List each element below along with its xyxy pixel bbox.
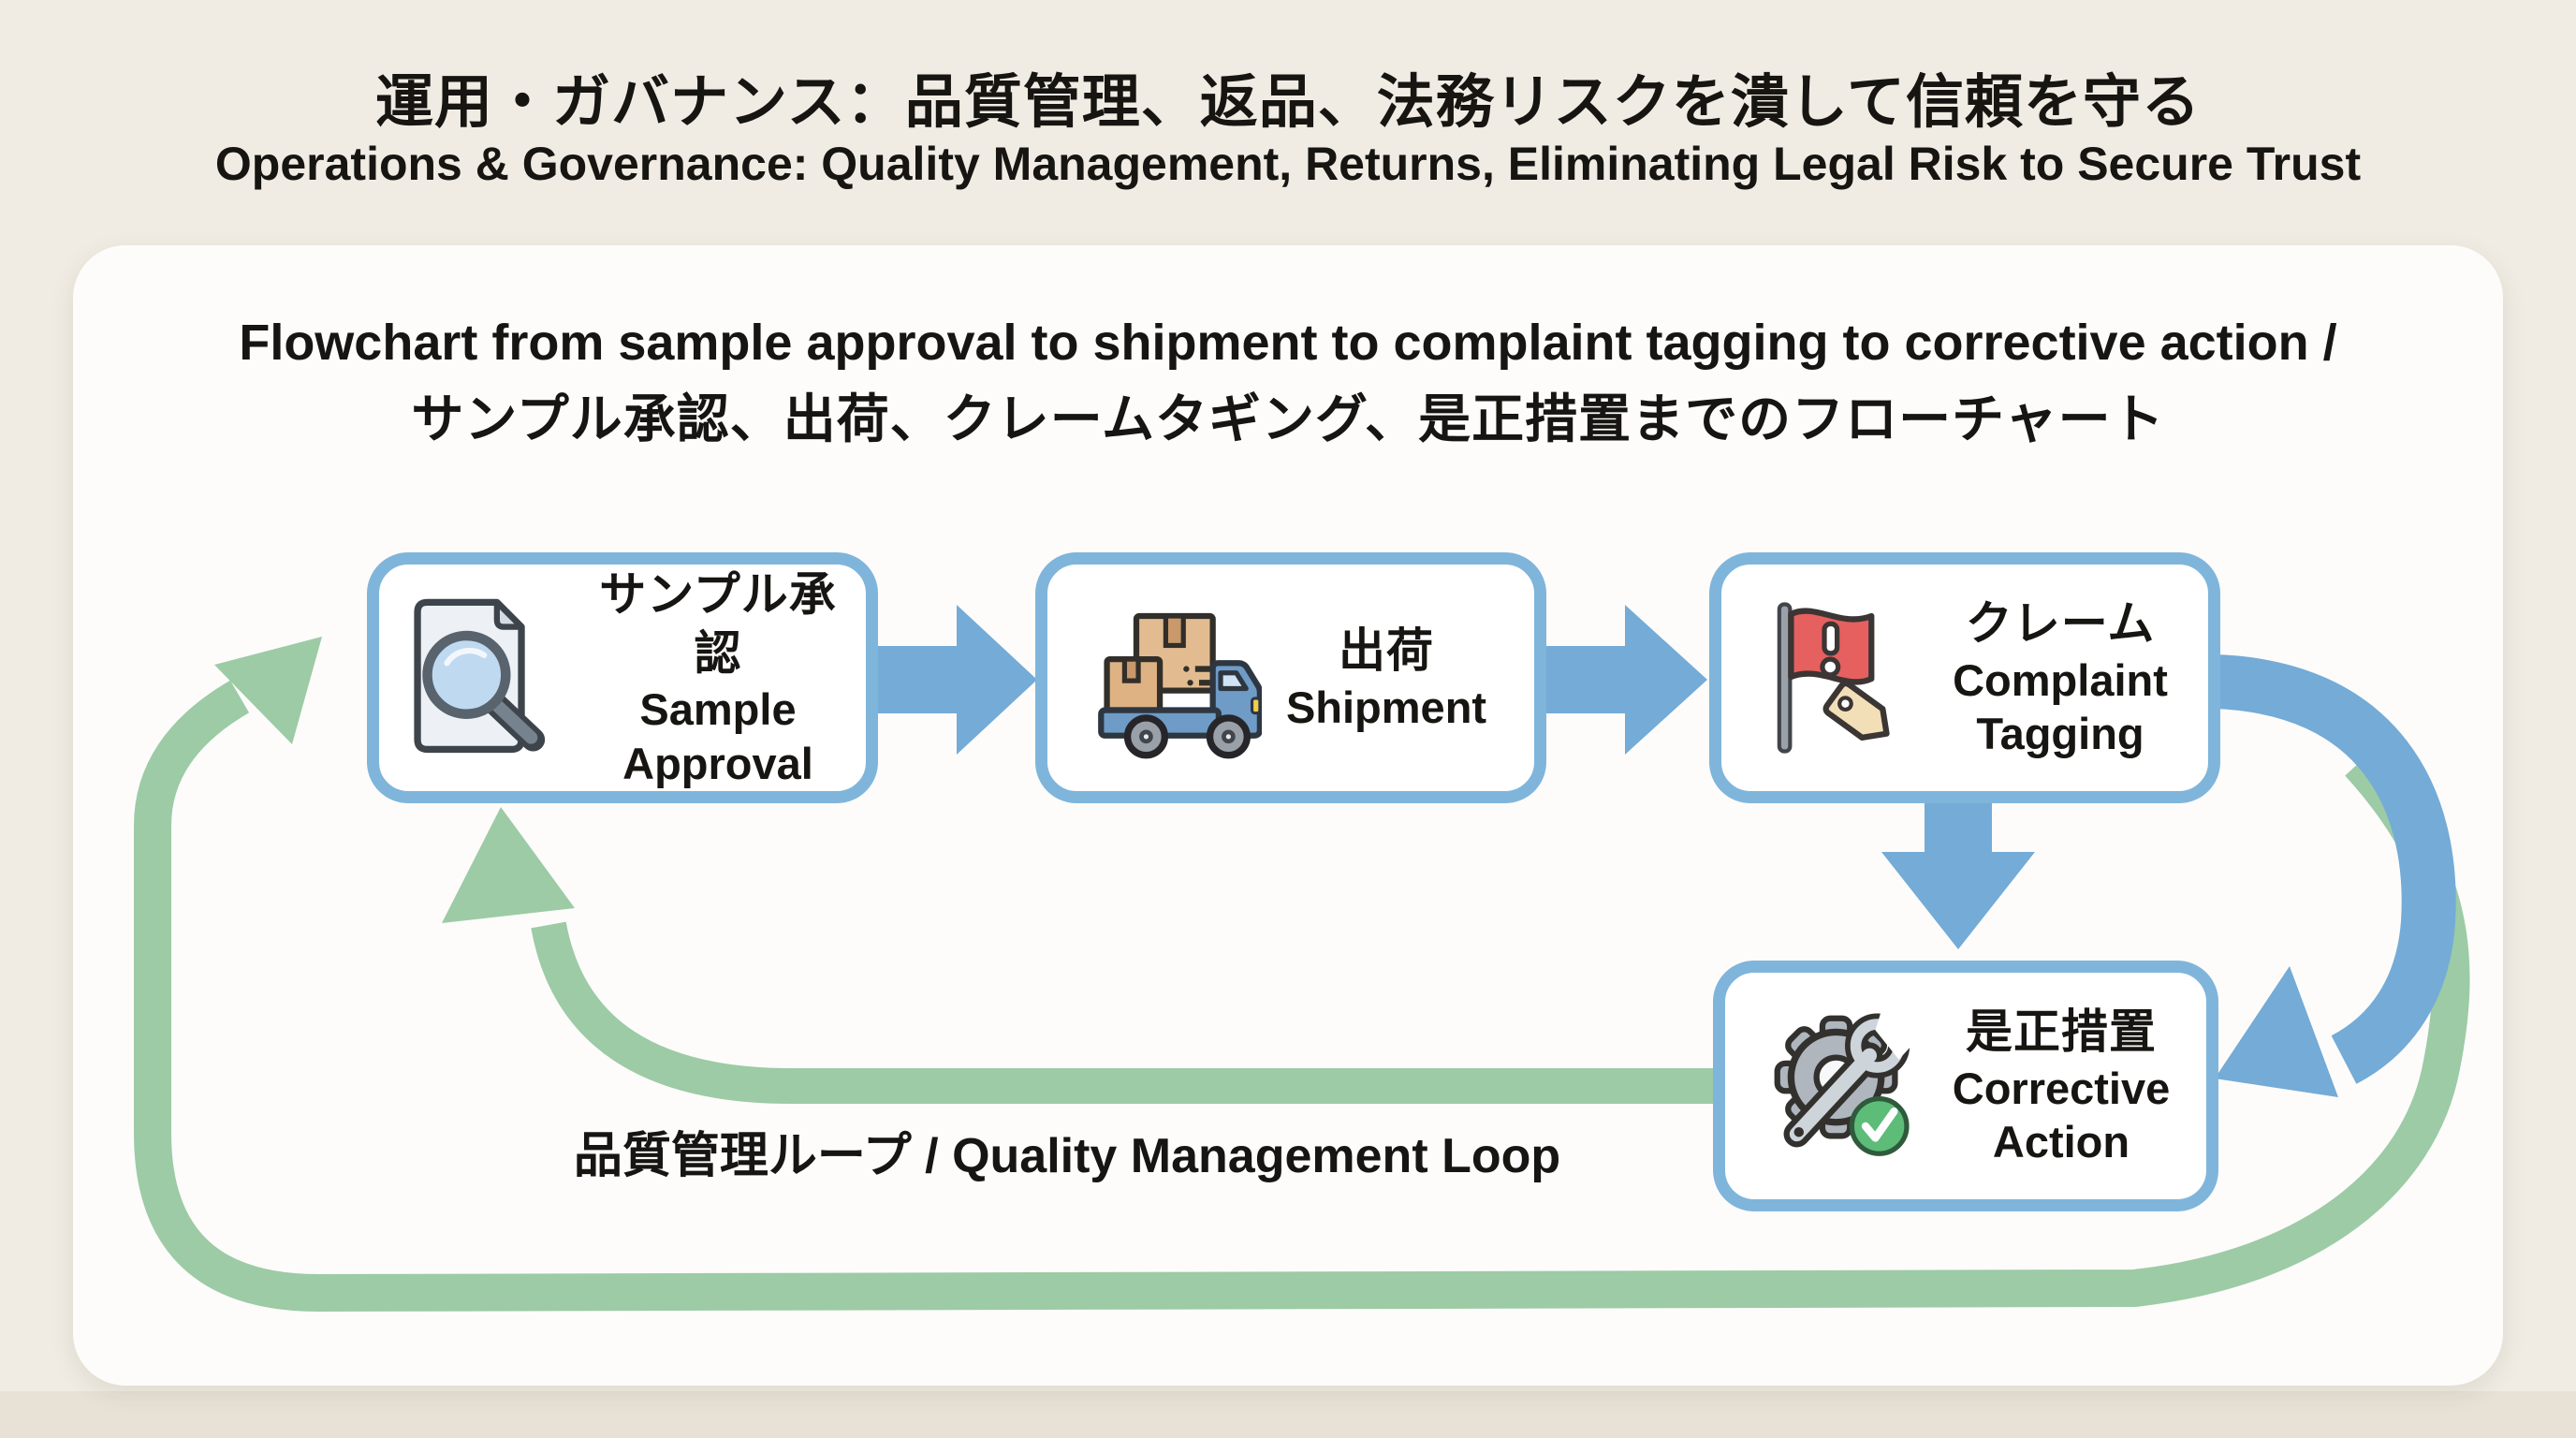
delivery-truck-icon	[1095, 594, 1262, 761]
flow-node-corrective-action: 是正措置 Corrective Action	[1713, 961, 2218, 1211]
page-title-english: Operations & Governance: Quality Managem…	[214, 138, 2362, 190]
flow-node-complaint-tagging: クレーム Complaint Tagging	[1709, 552, 2220, 803]
node-label-jp: サンプル承認	[599, 568, 837, 680]
arrow-complaint-to-corrective-curved	[2213, 654, 2456, 1097]
arrow-sample-to-shipment	[874, 605, 1037, 755]
arrow-shipment-to-complaint	[1543, 605, 1707, 755]
page-title-japanese: 運用・ガバナンス：品質管理、返品、法務リスクを潰して信頼を守る	[375, 70, 2201, 135]
gear-wrench-check-icon	[1762, 1003, 1928, 1169]
diagram-heading-english: Flowchart from sample approval to shipme…	[239, 315, 2337, 371]
node-label-en: Approval	[622, 738, 813, 788]
complaint-flag-tag-icon	[1762, 594, 1928, 761]
flow-node-sample-approval: サンプル承認 Sample Approval	[367, 552, 878, 803]
flow-node-shipment: 出荷 Shipment	[1035, 552, 1546, 803]
node-label-en: Sample	[639, 684, 797, 735]
diagram-heading: Flowchart from sample approval to shipme…	[0, 305, 2576, 457]
node-label-jp: 是正措置	[1966, 1005, 2157, 1059]
node-label-jp: 出荷	[1339, 624, 1434, 678]
document-magnifier-icon	[396, 594, 563, 761]
quality-loop-label: 品質管理ループ / Quality Management Loop	[573, 1129, 1561, 1183]
inner-quality-loop-arrow	[442, 807, 1716, 1104]
arrow-complaint-to-corrective-down	[1881, 798, 2035, 949]
node-label-jp: クレーム	[1965, 597, 2156, 651]
node-label-en: Tagging	[1976, 709, 2144, 759]
node-label-en: Corrective	[1952, 1063, 2171, 1113]
bottom-strip	[0, 1391, 2576, 1438]
node-label-en: Shipment	[1285, 682, 1487, 732]
node-label-en: Complaint	[1953, 654, 2168, 705]
diagram-heading-japanese: サンプル承認、出荷、クレームタギング、是正措置までのフローチャート	[411, 389, 2165, 448]
outer-quality-loop-arrow	[134, 637, 2470, 1313]
node-label-en: Action	[1992, 1117, 2130, 1167]
